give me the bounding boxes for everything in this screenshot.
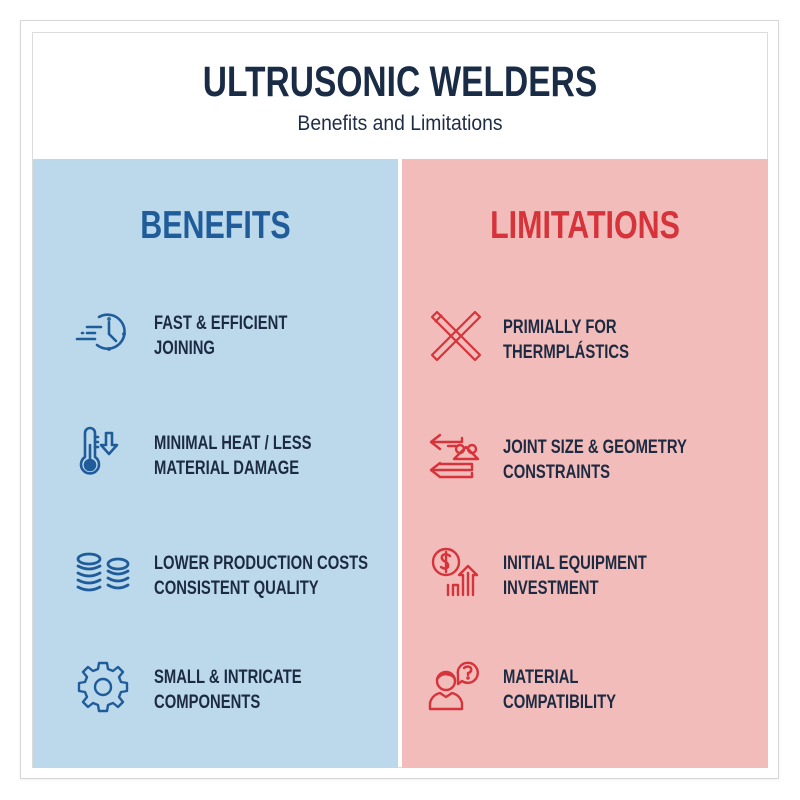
benefit-label: LOWER PRODUCTION COSTS CONSISTENT QUALIT…	[154, 553, 369, 599]
limitation-item-thermoplastics: PRIMIALLY FOR THERMPLÁSTICS	[402, 309, 768, 369]
limitation-label: INITIAL EQUIPMENT INVESTMENT	[503, 553, 647, 599]
header: ULTRUSONIC WELDERS Benefits and Limitati…	[33, 33, 767, 159]
benefit-item-fast-joining: FAST & EFFICIENT JOINING	[33, 305, 398, 365]
benefits-panel: BENEFITS FAST & EFFICIENT JOINING	[33, 159, 398, 768]
benefit-label: MINIMAL HEAT / LESS MATERIAL DAMAGE	[154, 433, 312, 479]
page-title: ULTRUSONIC WELDERS	[202, 58, 598, 106]
limitations-panel: LIMITATIONS PRIMIALLY FOR THERMPLÁSTICS	[402, 159, 768, 768]
coin-stacks-icon	[75, 545, 131, 601]
limitation-label: JOINT SIZE & GEOMETRY CONSTRAINTS	[503, 437, 687, 483]
limitation-item-investment: INITIAL EQUIPMENT INVESTMENT	[402, 545, 768, 605]
page-subtitle: Benefits and Limitations	[297, 112, 503, 135]
dollar-growth-icon	[428, 545, 484, 601]
benefit-label: SMALL & INTRICATE COMPONENTS	[154, 667, 302, 713]
limitation-label: MATERIAL COMPATIBILITY	[503, 667, 617, 713]
limitation-item-material-compatibility: MATERIAL COMPATIBILITY	[402, 659, 768, 719]
gear-icon	[75, 659, 131, 715]
benefits-heading: BENEFITS	[140, 204, 291, 247]
crossed-bars-icon	[428, 309, 484, 365]
limitation-item-joint-size: JOINT SIZE & GEOMETRY CONSTRAINTS	[402, 429, 768, 489]
thermometer-down-icon	[75, 425, 131, 481]
limitations-heading: LIMITATIONS	[490, 204, 680, 247]
benefit-item-small-components: SMALL & INTRICATE COMPONENTS	[33, 659, 398, 719]
benefit-item-minimal-heat: MINIMAL HEAT / LESS MATERIAL DAMAGE	[33, 425, 398, 485]
benefit-item-lower-costs: LOWER PRODUCTION COSTS CONSISTENT QUALIT…	[33, 545, 398, 605]
arrows-geometry-icon	[428, 429, 484, 485]
benefit-label: FAST & EFFICIENT JOINING	[154, 313, 288, 359]
limitation-label: PRIMIALLY FOR THERMPLÁSTICS	[503, 317, 629, 363]
person-question-icon	[428, 659, 484, 715]
fast-clock-icon	[75, 305, 131, 361]
